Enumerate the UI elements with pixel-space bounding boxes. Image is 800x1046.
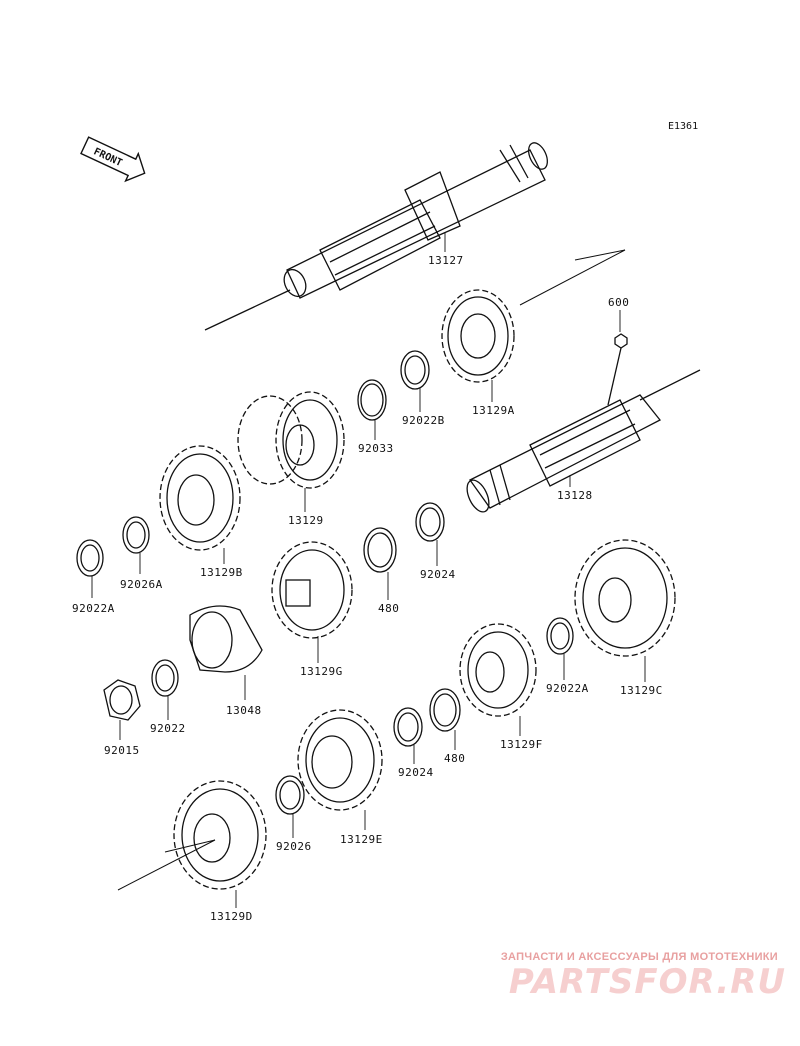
nut-92015 — [103, 679, 141, 721]
label-92026A: 92026A — [120, 578, 163, 591]
gear-13129A — [441, 289, 515, 383]
watermark-tagline: ЗАПЧАСТИ И АКСЕССУАРЫ ДЛЯ МОТОТЕХНИКИ — [500, 951, 778, 963]
diagram-code: E1361 — [668, 121, 699, 132]
watermark-logo: PARTSFOR.RU — [508, 962, 786, 1002]
label-92022: 92022 — [150, 722, 186, 735]
circlip-92033 — [357, 379, 387, 421]
washer-92026A — [122, 516, 150, 554]
label-13129F: 13129F — [500, 738, 543, 751]
label-600: 600 — [608, 296, 629, 309]
washers — [76, 350, 574, 815]
gear-13129D — [173, 780, 267, 890]
washer-92024-bottom — [393, 707, 423, 747]
label-92015: 92015 — [104, 744, 140, 757]
label-13128: 13128 — [557, 489, 593, 502]
label-480-top: 480 — [378, 602, 399, 615]
leader-lines — [91, 232, 646, 908]
label-13129A: 13129A — [472, 404, 515, 417]
label-13129B: 13129B — [200, 566, 243, 579]
label-92033: 92033 — [358, 442, 394, 455]
label-92024-top: 92024 — [420, 568, 456, 581]
washer-92022B — [400, 350, 430, 390]
label-13129: 13129 — [288, 514, 324, 527]
circlip-480-top — [363, 527, 397, 573]
gear-13129F — [459, 623, 537, 717]
washer-92026 — [275, 775, 305, 815]
plug-600 — [607, 333, 628, 406]
gear-13129B — [159, 445, 241, 551]
washer-92022A-left — [76, 539, 104, 577]
label-480-bottom: 480 — [444, 752, 465, 765]
circlip-480-bottom — [429, 688, 461, 732]
gear-13129G — [271, 541, 353, 639]
label-13048: 13048 — [226, 704, 262, 717]
washer-92024-top — [415, 502, 445, 542]
front-arrow-icon: FRONT — [80, 136, 146, 183]
label-13129D: 13129D — [210, 910, 253, 923]
label-13129C: 13129C — [620, 684, 663, 697]
bushing-13048 — [189, 605, 263, 673]
output-shaft-13128 — [466, 369, 701, 513]
label-92026: 92026 — [276, 840, 312, 853]
washer-92022 — [151, 659, 179, 697]
part-labels: 13127 13128 600 13129A 92022B 92033 1312… — [72, 254, 663, 923]
axis-lines — [117, 249, 626, 891]
label-13129G: 13129G — [300, 665, 343, 678]
label-92022B: 92022B — [402, 414, 445, 427]
gear-13129 — [237, 391, 345, 489]
label-92024-bottom: 92024 — [398, 766, 434, 779]
washer-92022A-right — [546, 617, 574, 655]
label-92022A-right: 92022A — [546, 682, 589, 695]
gear-13129C — [574, 539, 676, 657]
label-13129E: 13129E — [340, 833, 383, 846]
label-92022A-left: 92022A — [72, 602, 115, 615]
input-shaft-13127 — [204, 142, 549, 331]
label-13127: 13127 — [428, 254, 464, 267]
gear-13129E — [297, 709, 383, 811]
